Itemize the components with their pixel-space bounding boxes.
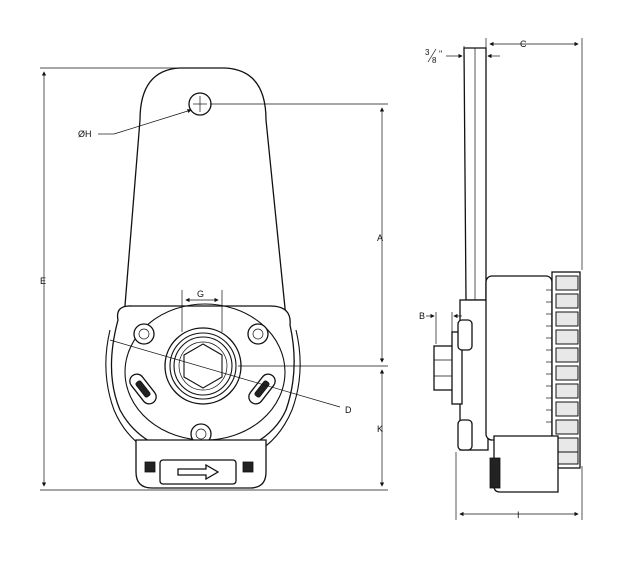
dim-label-hole-dia: ØH [78, 129, 92, 139]
bolt-top-right [247, 323, 269, 345]
side-adjuster-cap [489, 435, 559, 493]
front-view [105, 67, 301, 489]
slot-right [248, 373, 276, 405]
dim-label-d: D [345, 405, 352, 415]
slot-left [129, 373, 157, 405]
dim-label-e: E [40, 276, 46, 286]
dim-label-a: A [377, 233, 383, 243]
side-housing [485, 275, 553, 441]
adjuster-arm [123, 67, 287, 319]
svg-text:": " [439, 49, 442, 59]
side-view [433, 47, 581, 493]
adjuster-cap [135, 439, 267, 489]
front-dimensions: E A K G ØH D [40, 67, 388, 491]
right-arrow-icon [177, 463, 220, 481]
dim-label-three-eighths: 3 8 " [425, 48, 442, 65]
bolt-bottom [190, 423, 212, 445]
svg-text:3: 3 [425, 48, 430, 57]
side-spline-teeth [555, 275, 579, 465]
dim-label-b: B [419, 311, 425, 321]
dim-label-g: G [197, 289, 204, 299]
side-bolt-stack [433, 319, 473, 451]
dim-label-c: C [520, 39, 527, 49]
svg-text:8: 8 [432, 56, 437, 65]
bolt-top-left [133, 323, 155, 345]
side-dimensions: C 3 8 " B I [419, 38, 583, 520]
dim-label-i: I [517, 510, 520, 520]
spline-hub [164, 327, 242, 405]
dim-label-k: K [377, 424, 383, 434]
